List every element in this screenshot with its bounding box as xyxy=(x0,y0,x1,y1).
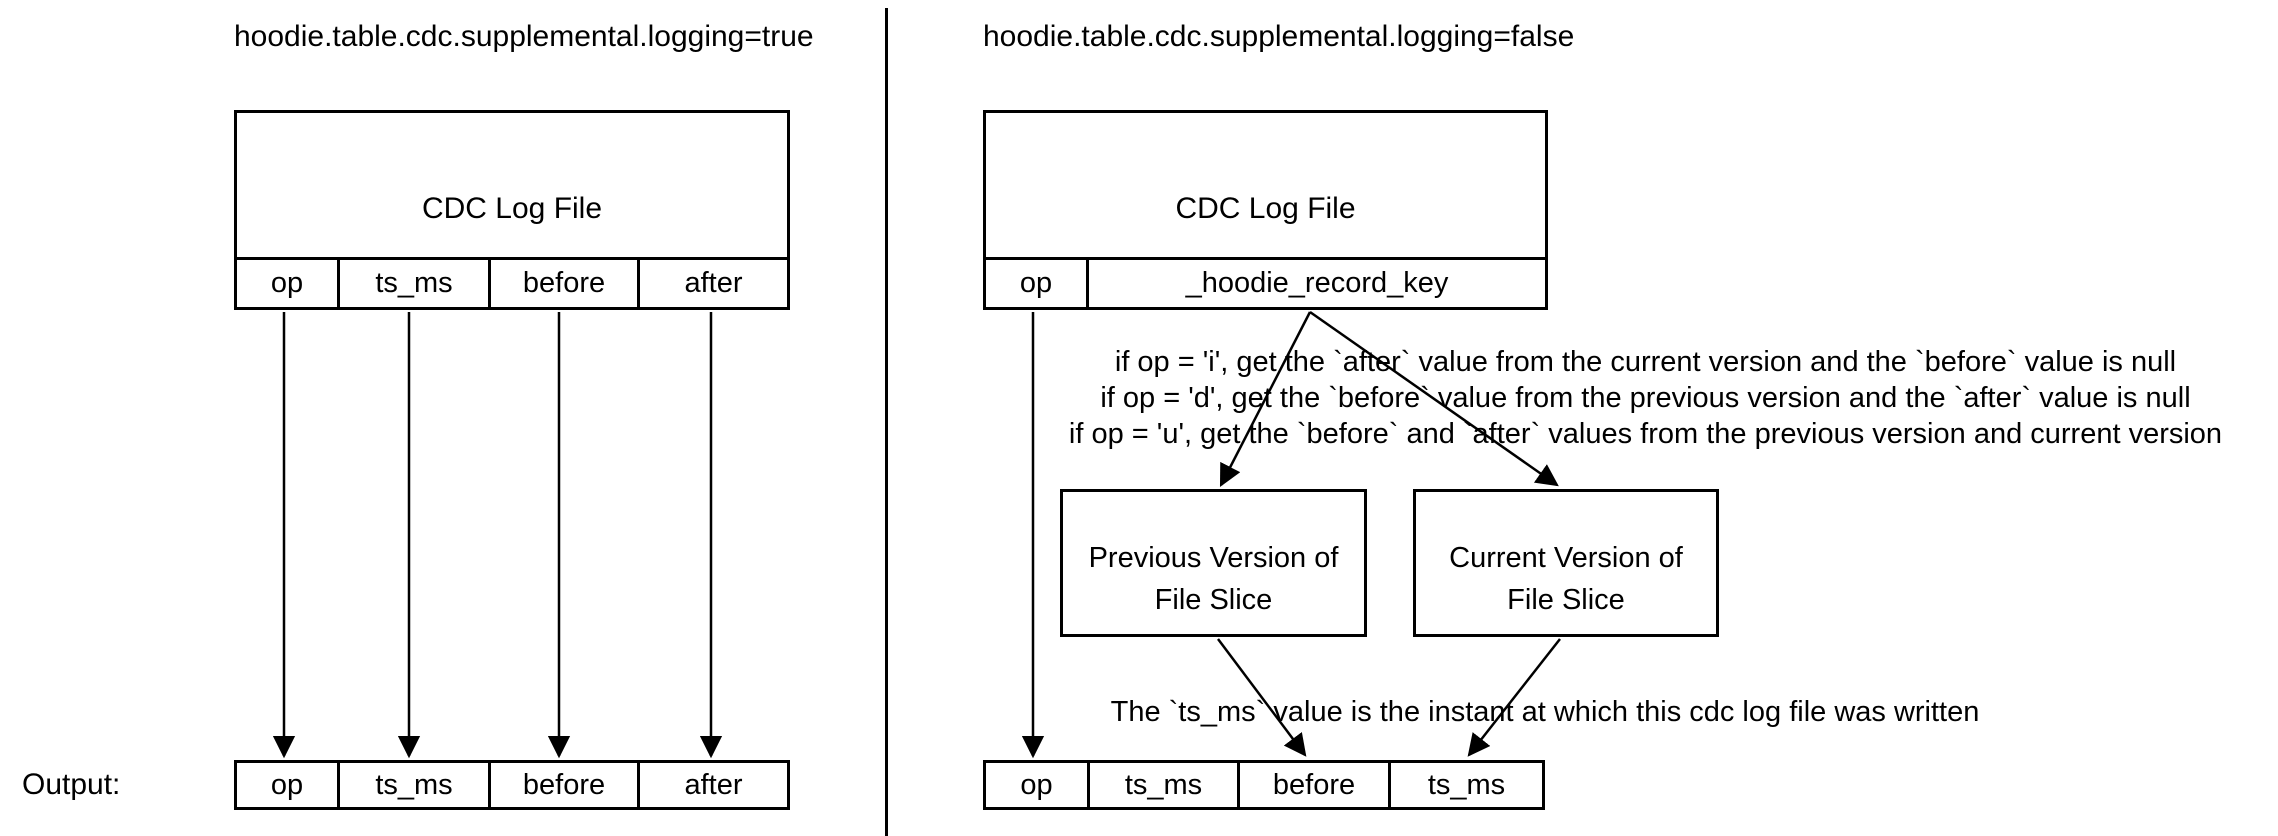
right-output-cell-ts-ms: ts_ms xyxy=(1087,763,1237,807)
op-rule-insert: if op = 'i', get the `after` value from … xyxy=(1114,346,2177,378)
left-cdc-log-file-box: CDC Log File op ts_ms before after xyxy=(234,110,790,310)
op-rule-update: if op = 'u', get the `before` and `after… xyxy=(1068,418,2223,450)
previous-box-line2: File Slice xyxy=(1154,584,1273,616)
right-cdc-log-file-box: CDC Log File op _hoodie_record_key xyxy=(983,110,1548,310)
left-cdc-column-before: before xyxy=(488,260,637,307)
right-output-row: op ts_ms before ts_ms xyxy=(983,760,1545,810)
left-cdc-column-after: after xyxy=(637,260,787,307)
right-output-cell-before: before xyxy=(1237,763,1388,807)
left-output-cell-after: after xyxy=(637,763,787,807)
left-cdc-column-op: op xyxy=(270,267,304,299)
left-output-cell-before: before xyxy=(488,763,637,807)
left-cdc-box-title: CDC Log File xyxy=(237,113,787,260)
right-cdc-column-op: op xyxy=(1019,267,1053,299)
current-box-line1: Current Version of xyxy=(1449,542,1683,574)
right-output-cell-ts-ms-2: ts_ms xyxy=(1388,763,1542,807)
current-version-file-slice-box: Current Version of File Slice xyxy=(1413,489,1719,637)
right-output-cells: op ts_ms before ts_ms xyxy=(986,763,1542,807)
previous-version-file-slice-box: Previous Version of File Slice xyxy=(1060,489,1367,637)
right-cdc-columns-row: op _hoodie_record_key xyxy=(986,260,1545,307)
op-rules-text: if op = 'i', get the `after` value from … xyxy=(1023,344,2268,452)
previous-box-line1: Previous Version of xyxy=(1088,542,1339,574)
right-cdc-box-title: CDC Log File xyxy=(986,113,1545,260)
right-cdc-column-hoodie-record-key: _hoodie_record_key xyxy=(1086,260,1545,307)
op-rule-delete: if op = 'd', get the `before` value from… xyxy=(1100,382,2191,414)
left-output-cells: op ts_ms before after xyxy=(237,763,787,807)
left-panel-title: hoodie.table.cdc.supplemental.logging=tr… xyxy=(234,20,814,53)
right-panel-title: hoodie.table.cdc.supplemental.logging=fa… xyxy=(983,20,1575,53)
output-label: Output: xyxy=(22,768,121,801)
left-output-cell-ts-ms: ts_ms xyxy=(337,763,488,807)
panel-divider-line xyxy=(885,8,888,836)
right-output-cell-op: op xyxy=(1020,768,1053,801)
ts-ms-note: The `ts_ms` value is the instant at whic… xyxy=(1110,696,1980,728)
left-output-cell-op: op xyxy=(270,768,304,801)
left-output-row: op ts_ms before after xyxy=(234,760,790,810)
current-box-line2: File Slice xyxy=(1507,584,1625,616)
left-cdc-columns-row: op ts_ms before after xyxy=(237,260,787,307)
left-cdc-column-ts-ms: ts_ms xyxy=(337,260,488,307)
